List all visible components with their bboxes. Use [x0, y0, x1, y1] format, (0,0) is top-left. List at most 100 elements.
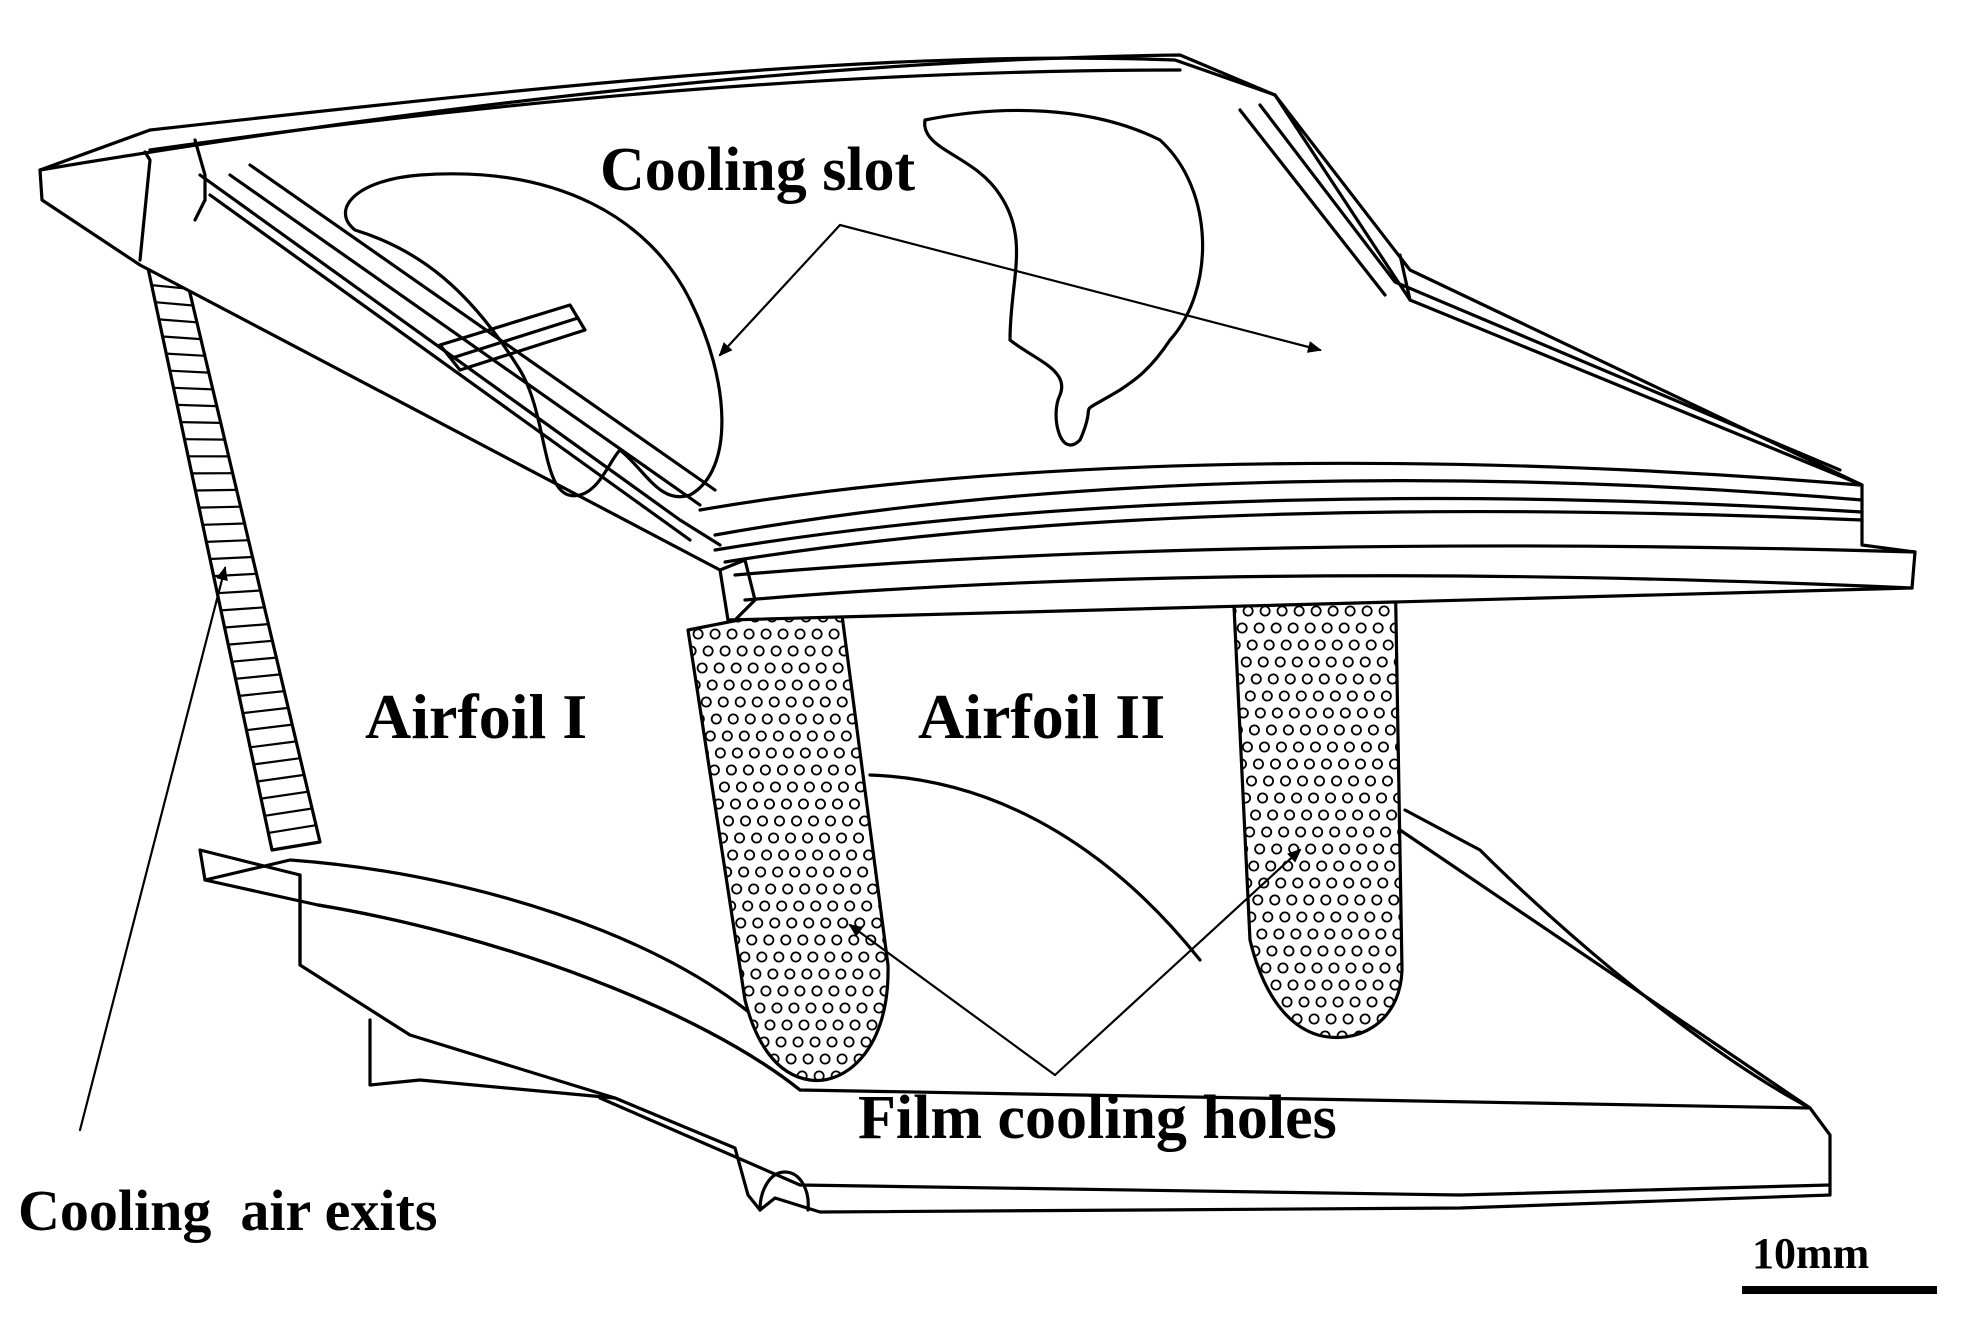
- film-cooling-hole: [1270, 622, 1282, 634]
- film-cooling-hole: [659, 629, 668, 638]
- scale-bar: 10mm: [1742, 1229, 1937, 1294]
- film-cooling-hole: [1420, 725, 1429, 734]
- film-cooling-hole: [1258, 741, 1270, 753]
- film-cooling-hole: [1329, 826, 1341, 838]
- film-cooling-hole: [1257, 1013, 1269, 1025]
- film-cooling-hole: [803, 917, 815, 929]
- film-cooling-hole: [761, 849, 773, 861]
- film-cooling-hole: [1406, 1031, 1415, 1040]
- film-cooling-hole: [1336, 1030, 1348, 1038]
- film-cooling-hole: [1358, 928, 1370, 940]
- film-cooling-hole: [1309, 877, 1321, 889]
- film-cooling-hole: [705, 600, 717, 606]
- film-cooling-hole: [1292, 877, 1304, 889]
- film-cooling-hole: [1267, 809, 1279, 821]
- film-cooling-hole: [1312, 690, 1324, 702]
- film-cooling-hole: [799, 747, 811, 759]
- film-cooling-hole: [1291, 656, 1303, 668]
- film-cooling-hole: [900, 935, 909, 944]
- film-cooling-hole: [698, 611, 710, 623]
- film-cooling-hole: [1257, 792, 1269, 804]
- film-cooling-hole: [1437, 946, 1446, 955]
- film-cooling-hole: [1322, 707, 1334, 719]
- film-cooling-hole: [771, 1002, 783, 1014]
- film-cooling-hole: [1246, 639, 1258, 651]
- film-cooling-hole: [860, 1036, 872, 1048]
- film-cooling-hole: [739, 951, 751, 963]
- film-cooling-hole: [1409, 708, 1418, 717]
- film-cooling-hole: [825, 679, 837, 691]
- film-cooling-hole: [819, 696, 831, 708]
- film-cooling-hole: [859, 679, 871, 691]
- film-cooling-hole: [801, 968, 813, 980]
- film-cooling-hole: [1286, 758, 1298, 770]
- film-cooling-hole: [1248, 724, 1260, 736]
- film-cooling-hole: [1384, 724, 1396, 736]
- film-cooling-hole: [777, 628, 789, 640]
- film-cooling-hole: [879, 985, 889, 997]
- film-cooling-hole: [729, 798, 741, 810]
- film-cooling-hole: [1308, 792, 1320, 804]
- label-cooling-air-exits: Cooling air exits: [18, 1178, 437, 1243]
- film-cooling-hole: [750, 968, 762, 980]
- film-cooling-hole: [1401, 860, 1402, 872]
- film-cooling-hole: [1382, 775, 1394, 787]
- film-cooling-hole: [798, 1019, 810, 1031]
- film-cooling-hole: [1339, 707, 1351, 719]
- film-cooling-hole: [814, 934, 826, 946]
- film-cooling-hole: [1220, 759, 1229, 768]
- film-cooling-hole: [1412, 878, 1421, 887]
- film-cooling-hole: [1274, 656, 1286, 668]
- film-cooling-hole: [1305, 707, 1317, 719]
- film-cooling-hole: [1372, 979, 1384, 991]
- film-cooling-hole: [730, 1019, 742, 1031]
- film-cooling-hole: [1365, 639, 1377, 651]
- film-cooling-hole: [1355, 979, 1367, 991]
- film-cooling-hole: [856, 1002, 868, 1014]
- film-cooling-hole: [1335, 809, 1347, 821]
- film-cooling-hole: [1312, 826, 1324, 838]
- film-cooling-hole: [688, 600, 700, 606]
- film-cooling-hole: [1305, 843, 1317, 855]
- arrow-film-holes-airfoil-1: [848, 923, 1057, 1077]
- film-cooling-hole: [756, 951, 768, 963]
- film-cooling-hole: [764, 662, 776, 674]
- film-cooling-hole: [794, 628, 806, 640]
- film-cooling-hole: [688, 696, 695, 708]
- film-cooling-hole: [1368, 945, 1380, 957]
- film-cooling-hole: [1218, 674, 1227, 683]
- film-cooling-hole: [1420, 946, 1429, 955]
- film-cooling-hole: [776, 764, 788, 776]
- film-cooling-hole: [688, 662, 691, 674]
- film-cooling-hole: [835, 968, 847, 980]
- film-cooling-hole: [1304, 979, 1316, 991]
- film-cooling-hole: [776, 900, 788, 912]
- film-cooling-hole: [1294, 962, 1306, 974]
- film-cooling-hole: [1376, 792, 1388, 804]
- film-cooling-hole: [886, 968, 889, 980]
- film-cooling-hole: [1363, 826, 1375, 838]
- film-cooling-hole: [849, 662, 861, 674]
- film-cooling-hole: [1246, 775, 1258, 787]
- film-cooling-hole: [912, 1037, 921, 1046]
- film-cooling-hole: [1416, 691, 1425, 700]
- film-cooling-hole: [815, 1019, 827, 1031]
- film-cooling-hole: [816, 883, 828, 895]
- film-cooling-hole: [730, 662, 742, 674]
- film-cooling-hole: [1342, 656, 1354, 668]
- film-cooling-hole: [1266, 945, 1278, 957]
- film-cooling-hole: [872, 645, 884, 657]
- film-cooling-hole: [812, 713, 824, 725]
- film-cooling-hole: [1281, 996, 1293, 1008]
- film-cooling-hole: [1406, 895, 1415, 904]
- film-cooling-hole: [898, 850, 907, 859]
- film-cooling-hole: [1324, 928, 1336, 940]
- film-cooling-hole: [836, 832, 848, 844]
- film-cooling-hole: [713, 1019, 725, 1031]
- film-cooling-hole: [918, 1020, 927, 1029]
- film-cooling-hole: [867, 883, 879, 895]
- film-cooling-hole: [764, 1019, 776, 1031]
- film-cooling-hole: [763, 798, 775, 810]
- film-cooling-hole: [1251, 1030, 1263, 1038]
- film-cooling-hole: [1325, 656, 1337, 668]
